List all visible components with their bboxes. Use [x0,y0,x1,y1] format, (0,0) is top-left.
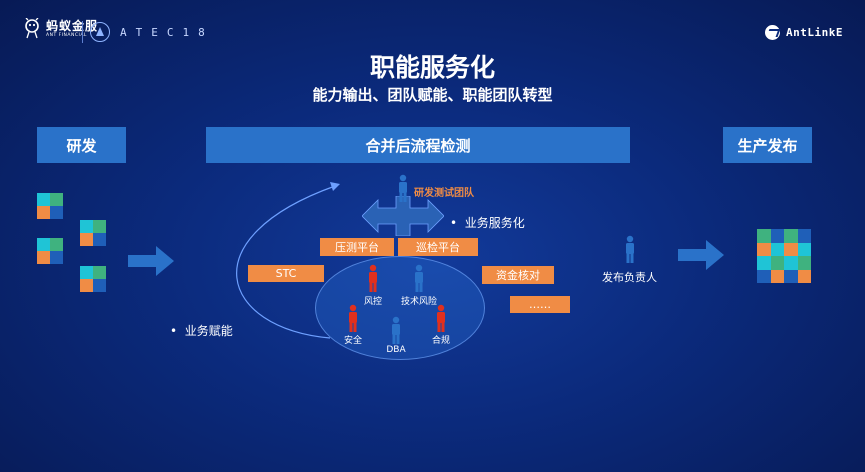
bullet-service-text: 业务服务化 [465,216,525,230]
person-icon [623,235,637,263]
split-arrow-icon [362,196,444,236]
person-icon [412,264,426,292]
arrow-right-icon [678,240,724,270]
code-tile [37,193,63,219]
release-tile [757,229,811,283]
logo-divider [82,21,83,43]
stage-merge-check: 合并后流程检测 [206,127,630,163]
platform-patrol: 巡检平台 [398,238,478,256]
slide-title: 职能服务化 [0,48,865,84]
person-icon [346,304,360,332]
slide-subtitle: 能力输出、团队赋能、职能团队转型 [0,84,865,105]
arrow-right-icon [128,246,174,276]
atec-icon [90,22,110,42]
atec-logo: ATEC18 [90,22,214,42]
stage-prod-release: 生产发布 [723,127,812,163]
role-dba: DBA [366,345,426,355]
ant-icon [22,18,42,40]
person-icon [366,264,380,292]
code-tile [80,220,106,246]
code-tile [80,266,106,292]
person-icon [434,304,448,332]
antlink-logo-text: AntLinkE [786,26,843,39]
person-icon [396,174,410,202]
ant-financial-logo: 蚂蚁金服 ANT FINANCIAL [22,18,98,40]
person-icon [389,316,403,344]
bullet-service: • 业务服务化 [450,214,525,231]
code-tile [37,238,63,264]
team-label: 研发测试团队 [414,184,474,199]
publisher-label: 发布负责人 [602,269,657,285]
platform-press-test: 压测平台 [320,238,394,256]
antlink-logo: AntLinkE [765,25,843,40]
role-compliance: 合规 [411,333,471,346]
bullet-enable-text: 业务赋能 [185,324,233,338]
platform-fund-check: 资金核对 [482,266,554,284]
platform-stc: STC [248,265,324,282]
antlink-icon [765,25,780,40]
bullet-enable: • 业务赋能 [170,322,233,339]
atec-logo-text: ATEC18 [120,26,214,39]
platform-more: …… [510,296,570,313]
stage-dev: 研发 [37,127,126,163]
